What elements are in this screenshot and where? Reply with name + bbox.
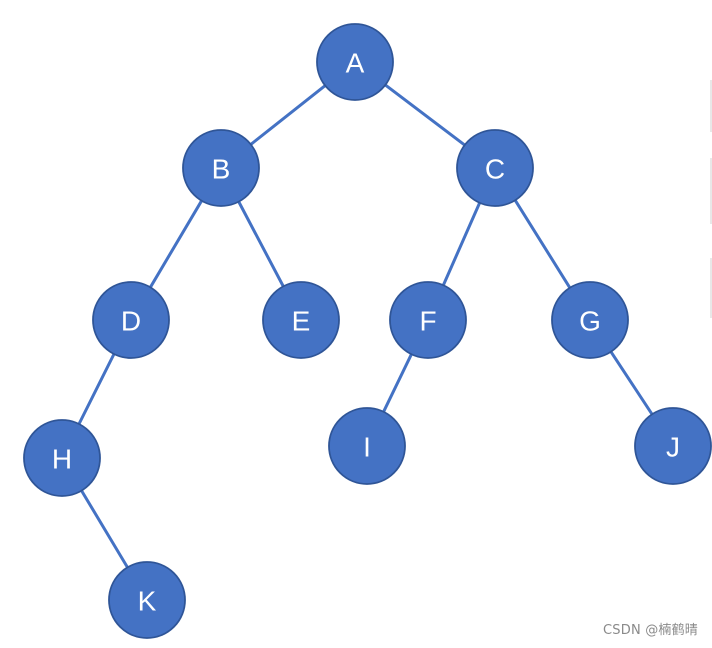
node-circle	[634, 407, 712, 485]
edge-d-h	[77, 352, 116, 426]
tree-node-a: A	[316, 23, 394, 101]
nodes-layer: A B C D E F G H I J K	[23, 23, 712, 639]
node-label: I	[363, 432, 371, 463]
node-circle	[108, 561, 186, 639]
node-circle	[23, 419, 101, 497]
tree-node-i: I	[328, 407, 406, 485]
node-label: B	[212, 154, 231, 185]
tree-node-d: D	[92, 281, 170, 359]
right-edge-mark	[710, 158, 712, 224]
tree-node-c: C	[456, 129, 534, 207]
tree-node-h: H	[23, 419, 101, 497]
edge-c-g	[513, 198, 572, 290]
edge-b-e	[237, 200, 285, 288]
node-circle	[551, 281, 629, 359]
right-edge-mark	[710, 80, 712, 132]
node-label: D	[121, 306, 141, 337]
node-circle	[328, 407, 406, 485]
edge-a-b	[249, 84, 327, 146]
node-circle	[316, 23, 394, 101]
node-circle	[456, 129, 534, 207]
edge-g-j	[609, 350, 654, 416]
tree-node-g: G	[551, 281, 629, 359]
edge-b-d	[148, 199, 204, 289]
watermark: CSDN @楠鹤晴	[603, 623, 698, 638]
node-label: H	[52, 444, 72, 475]
edge-a-c	[383, 83, 467, 147]
node-label: G	[579, 306, 601, 337]
edge-h-k	[80, 489, 129, 569]
tree-node-k: K	[108, 561, 186, 639]
tree-node-j: J	[634, 407, 712, 485]
tree-node-e: E	[262, 281, 340, 359]
node-label: C	[485, 154, 505, 185]
node-circle	[262, 281, 340, 359]
node-label: A	[346, 48, 365, 79]
node-circle	[182, 129, 260, 207]
edge-f-i	[382, 352, 413, 414]
node-label: K	[138, 586, 157, 617]
node-circle	[92, 281, 170, 359]
edges-layer	[77, 83, 654, 569]
node-label: F	[419, 306, 436, 337]
node-label: E	[292, 306, 311, 337]
tree-node-b: B	[182, 129, 260, 207]
edge-c-f	[441, 201, 482, 287]
tree-node-f: F	[389, 281, 467, 359]
node-label: J	[666, 432, 680, 463]
node-circle	[389, 281, 467, 359]
right-edge-mark	[710, 258, 712, 318]
